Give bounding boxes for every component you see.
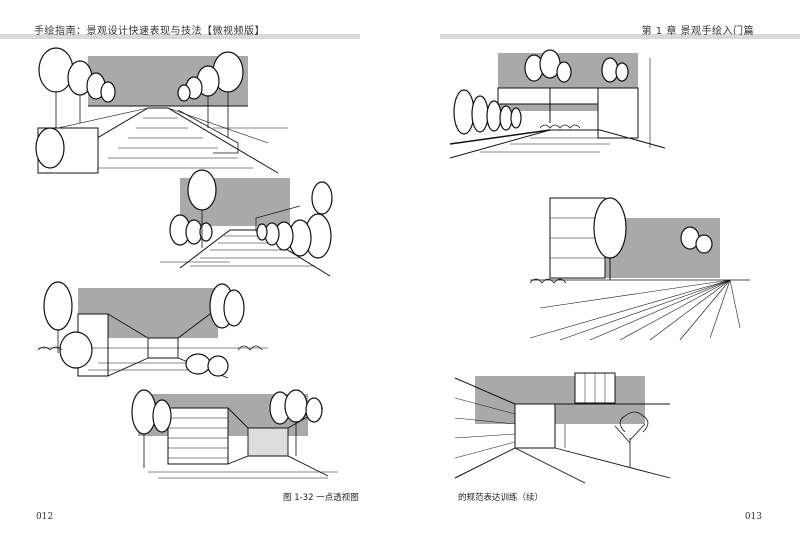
header-bar-left bbox=[0, 34, 360, 39]
sketch-gallery bbox=[454, 372, 671, 484]
header-left-title: 手绘指南：景观设计快速表现与技法【微视频版】 bbox=[34, 26, 265, 37]
sketch-plaza bbox=[529, 197, 750, 341]
sketch-terrace bbox=[449, 49, 666, 159]
page-number-right: 013 bbox=[744, 512, 762, 522]
header-bar-right bbox=[440, 34, 800, 39]
figure-caption-left: 图 1-32 一点透视图 bbox=[283, 493, 359, 503]
sketch-corridor-2 bbox=[131, 389, 338, 479]
sketch-avenue-2 bbox=[160, 169, 333, 277]
page-number-left: 012 bbox=[36, 512, 54, 522]
header-right-title: 第 1 章 景观手绘入门篇 bbox=[641, 26, 754, 37]
sketch-avenue-1 bbox=[35, 47, 288, 174]
figure-caption-right: 的规范表达训练（续） bbox=[458, 493, 544, 503]
sketch-corridor-1 bbox=[37, 281, 268, 379]
